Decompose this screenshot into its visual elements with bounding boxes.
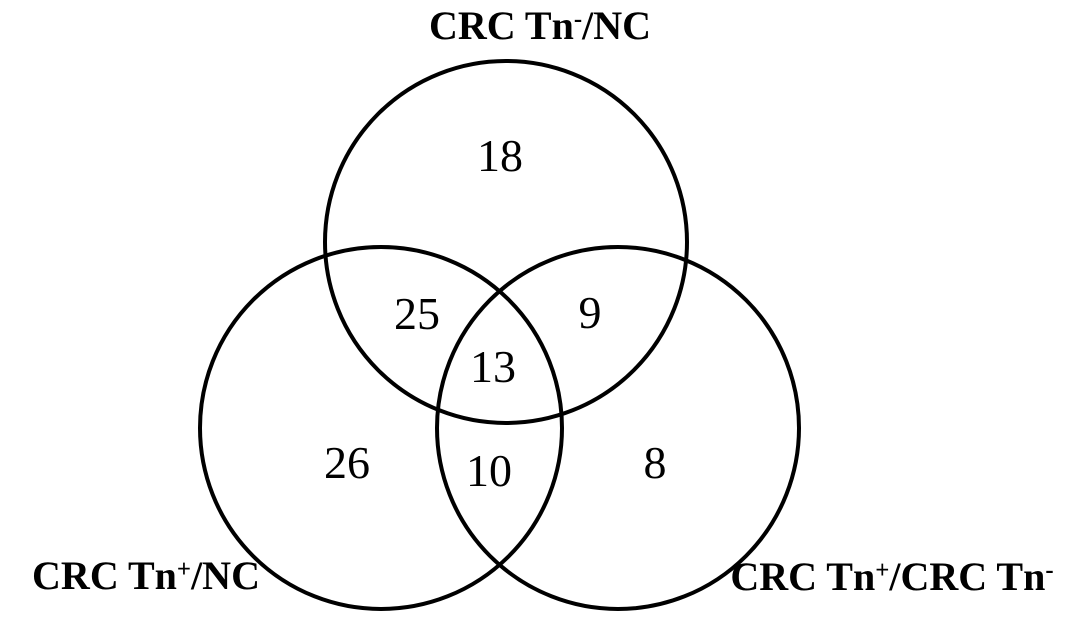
set-label-text-part: /CRC Tn	[889, 554, 1046, 599]
region-count-left-and-right: 10	[466, 445, 512, 496]
superscript-sign: +	[875, 556, 890, 584]
set-label-text-part: CRC Tn	[32, 553, 177, 598]
region-count-top-and-left: 25	[394, 288, 440, 339]
set-label-bottom-right: CRC Tn+/CRC Tn-	[730, 557, 1053, 597]
region-count-all-three: 13	[470, 341, 516, 392]
circle-bottom-right-set	[435, 245, 801, 611]
superscript-sign: -	[1045, 556, 1054, 584]
set-label-text-part: CRC Tn	[428, 3, 574, 48]
superscript-sign: -	[573, 5, 583, 33]
region-count-left-only: 26	[324, 437, 370, 488]
set-label-top: CRC Tn-/NC	[429, 6, 651, 46]
region-count-top-only: 18	[477, 130, 523, 181]
set-label-text-part: /NC	[582, 3, 652, 48]
superscript-sign: +	[176, 555, 192, 583]
set-label-text-part: CRC Tn	[730, 554, 876, 599]
set-label-bottom-left: CRC Tn+/NC	[32, 556, 260, 596]
circle-top-set	[323, 59, 689, 425]
circle-bottom-left-set	[198, 245, 564, 611]
set-label-text-part: /NC	[191, 553, 260, 598]
region-count-right-only: 8	[643, 437, 667, 488]
region-count-top-and-right: 9	[578, 287, 602, 338]
